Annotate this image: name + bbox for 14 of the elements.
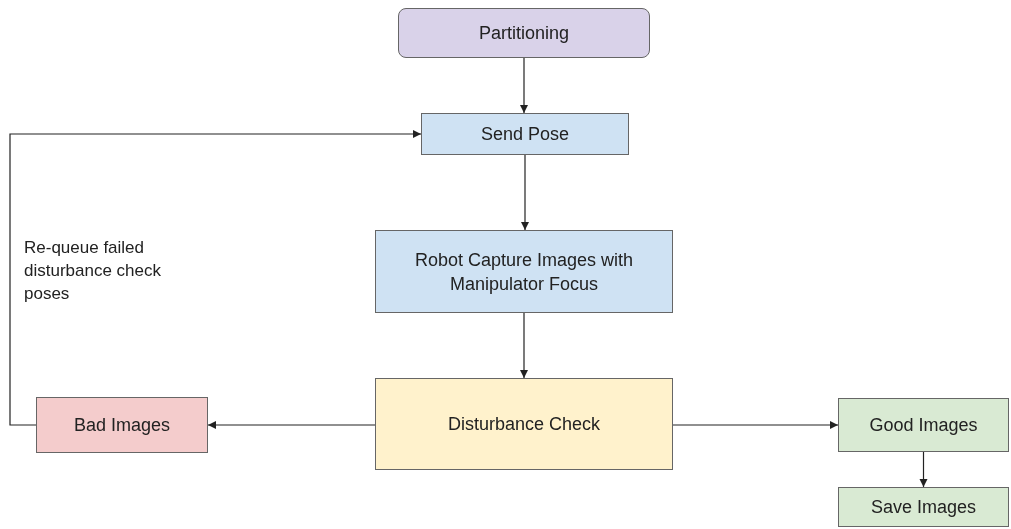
process-box: Robot Capture Images with Manipulator Focus bbox=[375, 230, 673, 313]
arrow bbox=[519, 57, 529, 114]
process-box: Good Images bbox=[838, 398, 1009, 452]
process-box: Bad Images bbox=[36, 397, 208, 453]
process-box: Save Images bbox=[838, 487, 1009, 527]
process-box: Partitioning bbox=[398, 8, 650, 58]
arrow bbox=[919, 451, 928, 488]
arrow bbox=[520, 154, 530, 231]
process-box: Send Pose bbox=[421, 113, 629, 155]
process-box: Disturbance Check bbox=[375, 378, 673, 470]
arrow bbox=[672, 420, 839, 430]
arrow bbox=[9, 129, 422, 426]
arrow bbox=[207, 420, 376, 430]
arrow bbox=[519, 312, 529, 379]
